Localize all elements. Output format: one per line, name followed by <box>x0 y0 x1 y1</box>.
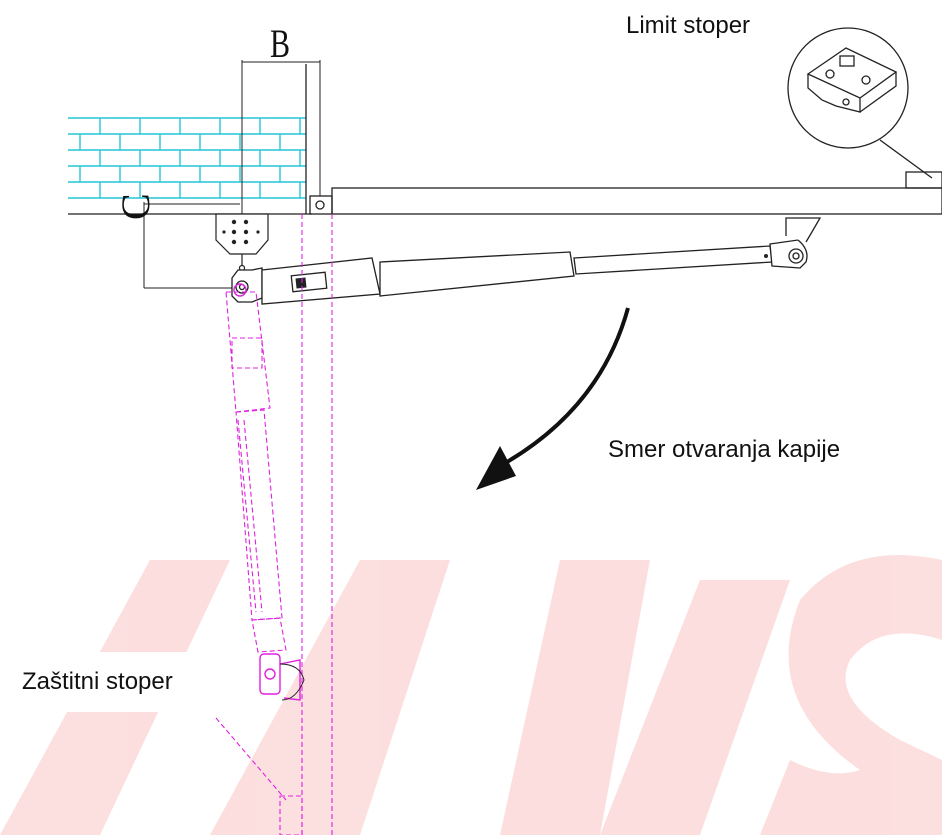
limit-stopper-label: Limit stoper <box>626 12 751 39</box>
watermark-logo <box>0 555 942 835</box>
bracket-holes <box>222 219 260 245</box>
dimension-b-label: B <box>270 21 291 66</box>
limit-stopper-detail <box>787 27 933 179</box>
dimension-c-label: C <box>113 193 158 220</box>
actuator-details <box>295 254 768 289</box>
opening-direction-arrow <box>476 307 630 490</box>
actuator-open-hinge <box>279 663 305 701</box>
safety-stopper-label: Zaštitni stoper <box>12 652 240 712</box>
actuator-open-position <box>215 214 333 835</box>
pillar-bracket <box>215 213 269 278</box>
opening-direction-label: Smer otvaranja kapije <box>608 436 841 463</box>
brick-wall <box>68 117 306 199</box>
actuator-open-ends <box>233 283 301 701</box>
gate-and-pillar-outline <box>68 64 942 215</box>
actuator-closed-position <box>231 217 822 305</box>
dimension-b <box>241 60 321 290</box>
dimension-c <box>143 202 242 289</box>
